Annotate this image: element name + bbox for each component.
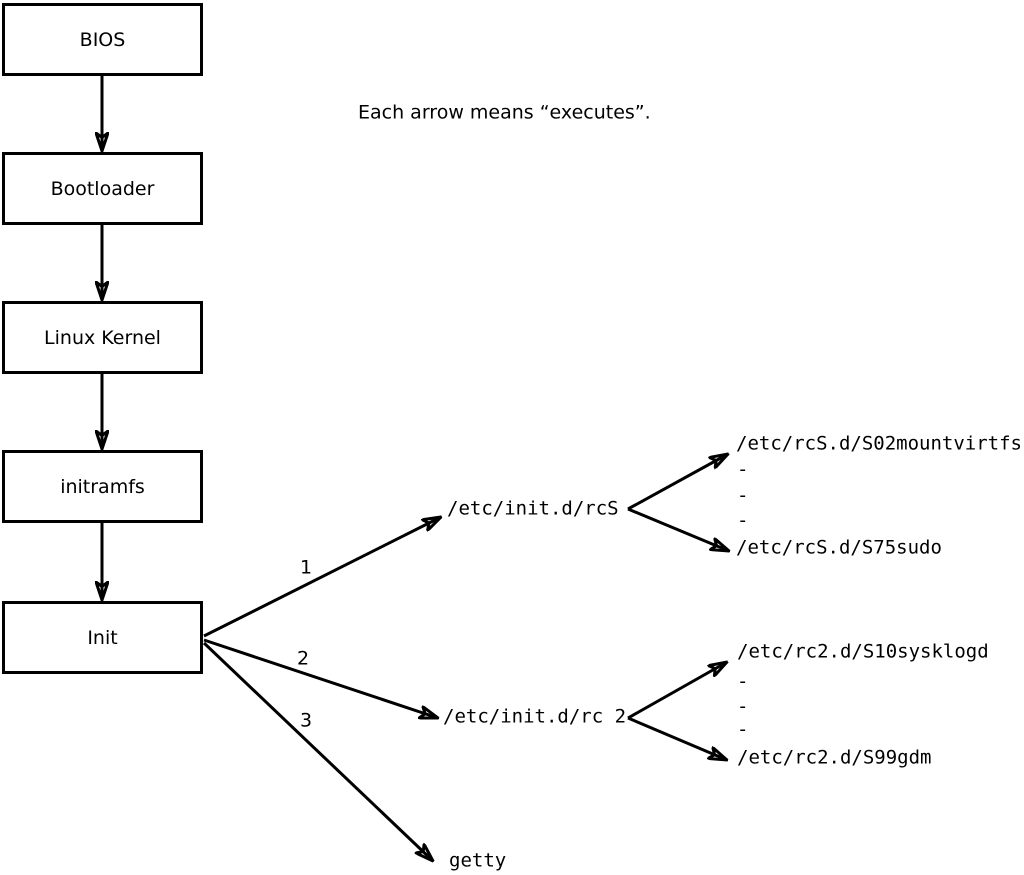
arrow-rcs-to-last-script	[627, 507, 729, 551]
ellipsis-dash: -	[737, 458, 749, 481]
label-getty: getty	[449, 849, 507, 872]
box-label: Bootloader	[50, 177, 155, 200]
branch-order-2: 2	[297, 647, 310, 670]
arrow-rc2-to-last-script	[627, 716, 727, 760]
branch-order-1: 1	[300, 556, 313, 579]
box-initramfs: initramfs	[2, 450, 203, 523]
ellipsis-dash: -	[737, 670, 749, 693]
ellipsis-dash: -	[737, 718, 749, 741]
rc2-script-first: /etc/rc2.d/S10sysklogd	[737, 640, 989, 663]
arrow-init-to-rc2	[203, 638, 438, 718]
ellipsis-dash: -	[737, 484, 749, 507]
label-etc-init-d-rcs: /etc/init.d/rcS	[447, 497, 619, 520]
executes-note: Each arrow means “executes”.	[358, 101, 651, 124]
rcs-script-first: /etc/rcS.d/S02mountvirtfs	[736, 432, 1022, 455]
box-label: BIOS	[79, 28, 126, 51]
arrow-init-to-rcs	[203, 517, 441, 638]
box-bios: BIOS	[2, 3, 203, 76]
rc2-script-last: /etc/rc2.d/S99gdm	[737, 746, 932, 769]
box-bootloader: Bootloader	[2, 152, 203, 225]
box-label: Linux Kernel	[44, 326, 161, 349]
box-linux-kernel: Linux Kernel	[2, 301, 203, 374]
box-init: Init	[2, 601, 203, 674]
arrow-rc2-to-first-script	[627, 662, 727, 720]
ellipsis-dash: -	[737, 695, 749, 718]
box-label: initramfs	[60, 475, 145, 498]
box-label: Init	[87, 626, 118, 649]
arrow-init-to-getty	[202, 641, 433, 861]
label-etc-init-d-rc2: /etc/init.d/rc 2	[443, 705, 627, 728]
ellipsis-dash: -	[737, 509, 749, 532]
branch-order-3: 3	[300, 709, 313, 732]
rcs-script-last: /etc/rcS.d/S75sudo	[736, 536, 942, 559]
arrow-rcs-to-first-script	[627, 454, 728, 511]
